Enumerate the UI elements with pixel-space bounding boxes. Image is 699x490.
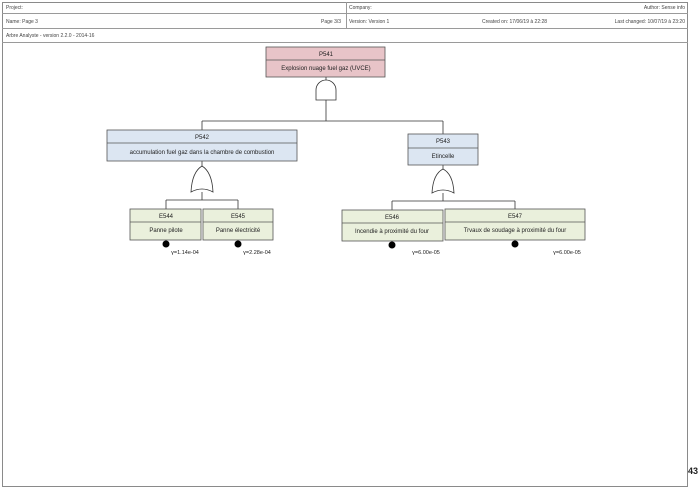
- event-node-e544: E544 Panne pilote γ=1.14e-04: [129, 208, 202, 256]
- header-software: Arbre Analyste - version 2.2.0 - 2014-16: [6, 33, 95, 39]
- header-version: Version: Version 1: [349, 19, 390, 25]
- event-label: Incendie à proximité du four: [355, 229, 429, 235]
- or-gate-left: [190, 165, 214, 193]
- header-divider-2: [2, 28, 688, 29]
- header-project: Project:: [6, 5, 23, 11]
- event-probability: γ=1.14e-04: [171, 250, 199, 256]
- top-event-label: Explosion nuage fuel gaz (UVCE): [281, 66, 370, 72]
- event-label: Trvaux de soudage à proximité du four: [464, 228, 567, 234]
- event-id: E546: [385, 215, 400, 221]
- event-id: E544: [159, 214, 174, 220]
- event-probability: γ=6.00e-05: [553, 250, 581, 256]
- or-gate-right: [431, 168, 455, 194]
- basic-event-circle: [511, 240, 519, 248]
- header-divider-v: [346, 2, 347, 28]
- left-node-label: accumulation fuel gaz dans la chambre de…: [130, 150, 275, 156]
- event-probability: γ=6.00e-05: [412, 250, 440, 256]
- left-node-id: P542: [195, 135, 210, 141]
- header-changed: Last changed: 10/07/19 à 23:20: [614, 19, 685, 25]
- event-probability: γ=2.28e-04: [243, 250, 271, 256]
- event-node-e545: E545 Panne électricité γ=2.28e-04: [202, 208, 274, 256]
- header-company: Company:: [349, 5, 372, 11]
- basic-event-circle: [162, 240, 170, 248]
- basic-event-circle: [234, 240, 242, 248]
- header-author: Author: Sense info: [643, 5, 685, 11]
- header-created: Created on: 17/06/19 à 22:28: [482, 19, 548, 25]
- event-label: Panne électricité: [216, 228, 261, 234]
- event-id: E547: [508, 214, 523, 220]
- top-event-id: P541: [319, 52, 334, 58]
- event-node-e546: E546 Incendie à proximité du four γ=6.00…: [341, 209, 444, 256]
- header-divider-1: [2, 13, 688, 14]
- top-event-node: P541 Explosion nuage fuel gaz (UVCE): [265, 46, 386, 78]
- and-gate: [315, 79, 337, 101]
- event-node-e547: E547 Trvaux de soudage à proximité du fo…: [444, 208, 586, 256]
- header-name: Name: Page 3: [6, 19, 38, 25]
- right-intermediate-node: P543 Etincelle: [407, 133, 479, 166]
- basic-event-circle: [388, 241, 396, 249]
- left-intermediate-node: P542 accumulation fuel gaz dans la chamb…: [106, 129, 298, 162]
- header-page: Page 3/3: [321, 19, 342, 25]
- right-node-id: P543: [436, 139, 451, 145]
- right-node-label: Etincelle: [432, 154, 455, 160]
- event-label: Panne pilote: [149, 228, 183, 234]
- event-id: E545: [231, 214, 246, 220]
- page-number: 43: [688, 466, 699, 476]
- header-divider-3: [2, 42, 688, 43]
- page-frame: [2, 2, 688, 487]
